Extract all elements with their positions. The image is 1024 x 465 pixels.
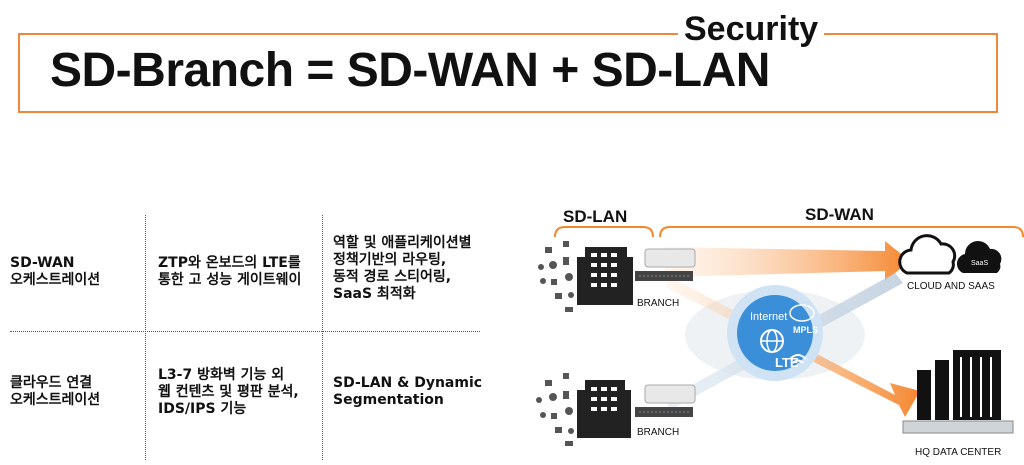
- building-icon: [577, 380, 631, 438]
- switch-icon: [635, 248, 696, 281]
- table-cell: 클라우드 연결 오케스트레이션: [10, 375, 101, 408]
- feature-table: SD-WAN 오케스트레이션 ZTP와 온보드의 LTE를 통한 고 성능 게이…: [0, 215, 500, 460]
- mpls-cloud-icon: [789, 304, 815, 322]
- sdlan-label: SD-LAN: [563, 207, 628, 226]
- sdwan-label: SD-WAN: [805, 205, 874, 224]
- branch-label: BRANCH: [637, 427, 680, 438]
- page-title: SD-Branch = SD-WAN + SD-LAN: [50, 44, 770, 97]
- table-cell: 역할 및 애플리케이션별 정책기반의 라우팅, 동적 경로 스티어링, SaaS…: [333, 235, 472, 302]
- datacenter-icon: [902, 350, 1014, 434]
- sdlan-bracket: [554, 226, 654, 238]
- table-cell: SD-LAN & Dynamic Segmentation: [333, 375, 483, 408]
- arrow-branch-to-cloud: [665, 241, 910, 281]
- row-divider: [10, 331, 480, 332]
- device-cluster-icon: [536, 373, 574, 446]
- device-cluster-icon: [538, 241, 574, 312]
- building-icon: [577, 247, 633, 305]
- security-label: Security: [678, 11, 825, 47]
- wifi-icon: [792, 359, 804, 364]
- switch-icon: [635, 384, 696, 417]
- column-divider: [145, 215, 146, 460]
- cloud-icon: [898, 234, 957, 275]
- saas-badge: SaaS: [971, 260, 989, 267]
- internet-label: Internet: [750, 311, 788, 323]
- saas-cloud-icon: [956, 240, 1002, 273]
- branch-label: BRANCH: [637, 298, 680, 309]
- sdwan-bracket: [659, 226, 1024, 238]
- mpls-label: MPLS: [793, 325, 819, 335]
- column-divider: [322, 215, 323, 460]
- title-banner: SD-Branch = SD-WAN + SD-LAN: [18, 33, 998, 113]
- sd-branch-diagram: SD-LAN SD-WAN BRANCH BRANCH CLOUD AND SA…: [525, 195, 1024, 465]
- cloud-label: CLOUD AND SAAS: [907, 281, 995, 292]
- lte-label: LTE: [775, 355, 799, 370]
- hq-label: HQ DATA CENTER: [915, 447, 1002, 458]
- table-cell: L3-7 방화벽 기능 외 웹 컨텐츠 및 평판 분석, IDS/IPS 기능: [158, 367, 299, 417]
- table-cell: SD-WAN 오케스트레이션: [10, 255, 101, 288]
- table-cell: ZTP와 온보드의 LTE를 통한 고 성능 게이트웨이: [158, 255, 302, 288]
